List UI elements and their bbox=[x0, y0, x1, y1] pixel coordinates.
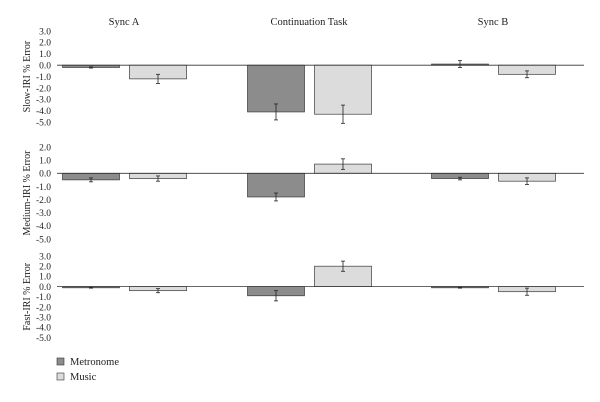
column-title-continuation-task: Continuation Task bbox=[271, 17, 349, 28]
y-tick-label: 3.0 bbox=[39, 27, 51, 37]
panel-1: 3.0 2.01.0 0.0-1.0-2.0 -3.0-4.0 -5.0Slow-IRI… bbox=[22, 27, 584, 129]
panels: 3.02.01.00.0-1.0-2.0-3.0-4.0-5.0Slow-IRI… bbox=[22, 27, 584, 344]
y-tick-label: -4.0 bbox=[36, 222, 51, 232]
legend: Metronome Music bbox=[56, 357, 119, 383]
column-title-sync-b: Sync B bbox=[478, 17, 509, 28]
panel-3: 3.02.01.00.0-1.0-2.0-3.0-4.0-5.0Fast-IRI… bbox=[22, 252, 584, 344]
y-tick-label: -1.0 bbox=[36, 183, 51, 193]
y-axis-label: Medium-IRI % Error bbox=[22, 150, 33, 236]
legend-swatch-music bbox=[56, 372, 65, 381]
y-tick-label: -1.0 bbox=[36, 73, 51, 83]
legend-label-metronome: Metronome bbox=[70, 357, 119, 368]
legend-swatch-metronome bbox=[56, 357, 65, 366]
y-tick-label: -5.0 bbox=[36, 119, 51, 129]
y-tick-label: 2.0 bbox=[39, 39, 51, 49]
y-tick-label: 3.0 bbox=[39, 252, 51, 262]
y-axis-label: Fast-IRI % Error bbox=[22, 262, 33, 330]
y-tick-label: 0.0 bbox=[39, 283, 51, 293]
y-tick-label: 2.0 bbox=[39, 143, 51, 153]
y-tick-label: -4.0 bbox=[36, 324, 51, 334]
y-tick-label: 0.0 bbox=[39, 170, 51, 180]
y-tick-label: -2.0 bbox=[36, 84, 51, 94]
y-tick-label: 1.0 bbox=[39, 156, 51, 166]
y-tick-label: -4.0 bbox=[36, 107, 51, 117]
y-tick-label: 1.0 bbox=[39, 273, 51, 283]
y-tick-label: -3.0 bbox=[36, 314, 51, 324]
y-tick-label: 2.0 bbox=[39, 263, 51, 273]
y-tick-label: -5.0 bbox=[36, 334, 51, 344]
y-axis-label: Slow-IRI % Error bbox=[22, 40, 33, 112]
y-tick-label: -3.0 bbox=[36, 209, 51, 219]
y-tick-label: -2.0 bbox=[36, 196, 51, 206]
y-tick-label: -3.0 bbox=[36, 96, 51, 106]
panel-2: 2.0 1.0 0.0 -1.0 -2.0 -3.0 -4.0 -5.0Medium-IRI … bbox=[22, 143, 584, 245]
y-tick-label: 1.0 bbox=[39, 50, 51, 60]
y-tick-label: 0.0 bbox=[39, 62, 51, 72]
column-titles: Sync A Continuation Task Sync B bbox=[109, 17, 509, 28]
y-tick-label: -1.0 bbox=[36, 293, 51, 303]
column-title-sync-a: Sync A bbox=[109, 17, 140, 28]
y-tick-label: -2.0 bbox=[36, 303, 51, 313]
y-tick-label: -5.0 bbox=[36, 235, 51, 245]
legend-label-music: Music bbox=[70, 372, 97, 383]
